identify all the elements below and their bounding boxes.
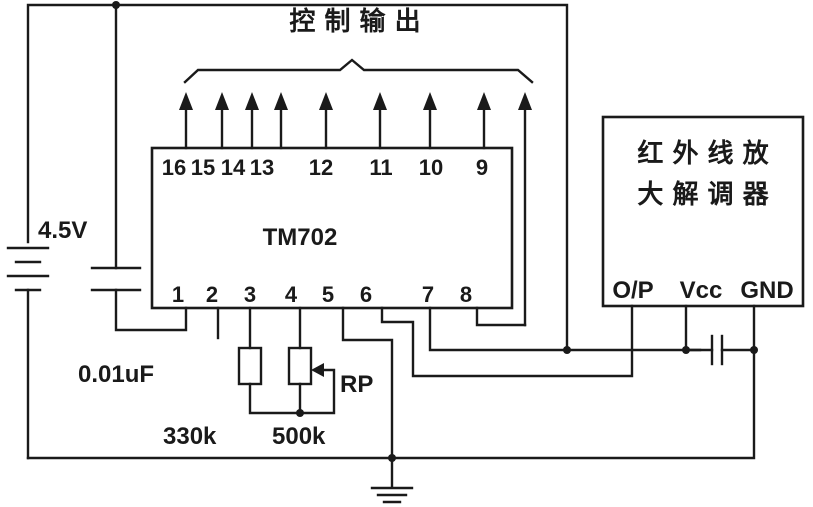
ic-pin-16: 16 [162, 155, 186, 180]
ic-pin-4: 4 [285, 282, 298, 307]
ground-symbol [370, 456, 414, 504]
potentiometer-name-label: RP [340, 371, 373, 398]
receiver-pin-gnd: GND [740, 277, 793, 304]
ic-pin-11: 11 [369, 155, 392, 180]
output-arrows [179, 92, 532, 327]
receiver-decoupling-capacitor [682, 304, 758, 366]
capacitor-value-label: 0.01uF [78, 361, 154, 388]
supply-top-rail [26, 3, 569, 352]
control-output-label: 控 制 输 出 [289, 6, 420, 37]
ic-pin-3: 3 [244, 282, 256, 307]
receiver-title-line2: 大 解 调 器 [637, 180, 769, 210]
ic-pin-2: 2 [206, 282, 218, 307]
ic-tm702-body [150, 146, 514, 310]
battery-symbol [6, 246, 50, 460]
ic-pin-8: 8 [460, 282, 472, 307]
ic-pin-7: 7 [422, 282, 434, 307]
ground-rail [26, 304, 756, 460]
potentiometer-rp [287, 306, 336, 417]
resistor-330k [237, 306, 302, 415]
ic-pin-9: 9 [476, 155, 488, 180]
ic-name: TM702 [263, 224, 338, 251]
receiver-pin-vcc: Vcc [680, 277, 723, 304]
pin5-ground-wire [341, 306, 394, 460]
output-brace [183, 58, 534, 84]
ic-pin-6: 6 [360, 282, 372, 307]
receiver-title-line1: 红 外 线 放 [637, 138, 769, 169]
resistor-value-label: 330k [163, 423, 217, 450]
capacitor-0.01uf [90, 3, 188, 332]
ic-pin-12: 12 [309, 155, 333, 180]
pin8-output-wire [475, 306, 527, 327]
ic-pin-10: 10 [419, 155, 443, 180]
ic-pin-1: 1 [172, 282, 184, 307]
ir-receiver-box [601, 115, 805, 308]
pin7-supply-wire [428, 306, 702, 352]
ic-pin-15: 15 [191, 155, 215, 180]
receiver-pin-op: O/P [612, 277, 653, 304]
potentiometer-value-label: 500k [272, 423, 326, 450]
pin6-signal-wire [380, 304, 634, 378]
ic-pin-13: 13 [250, 155, 274, 180]
battery-voltage-label: 4.5V [38, 217, 87, 244]
ic-pin-5: 5 [322, 282, 334, 307]
ic-pin-14: 14 [221, 155, 246, 180]
